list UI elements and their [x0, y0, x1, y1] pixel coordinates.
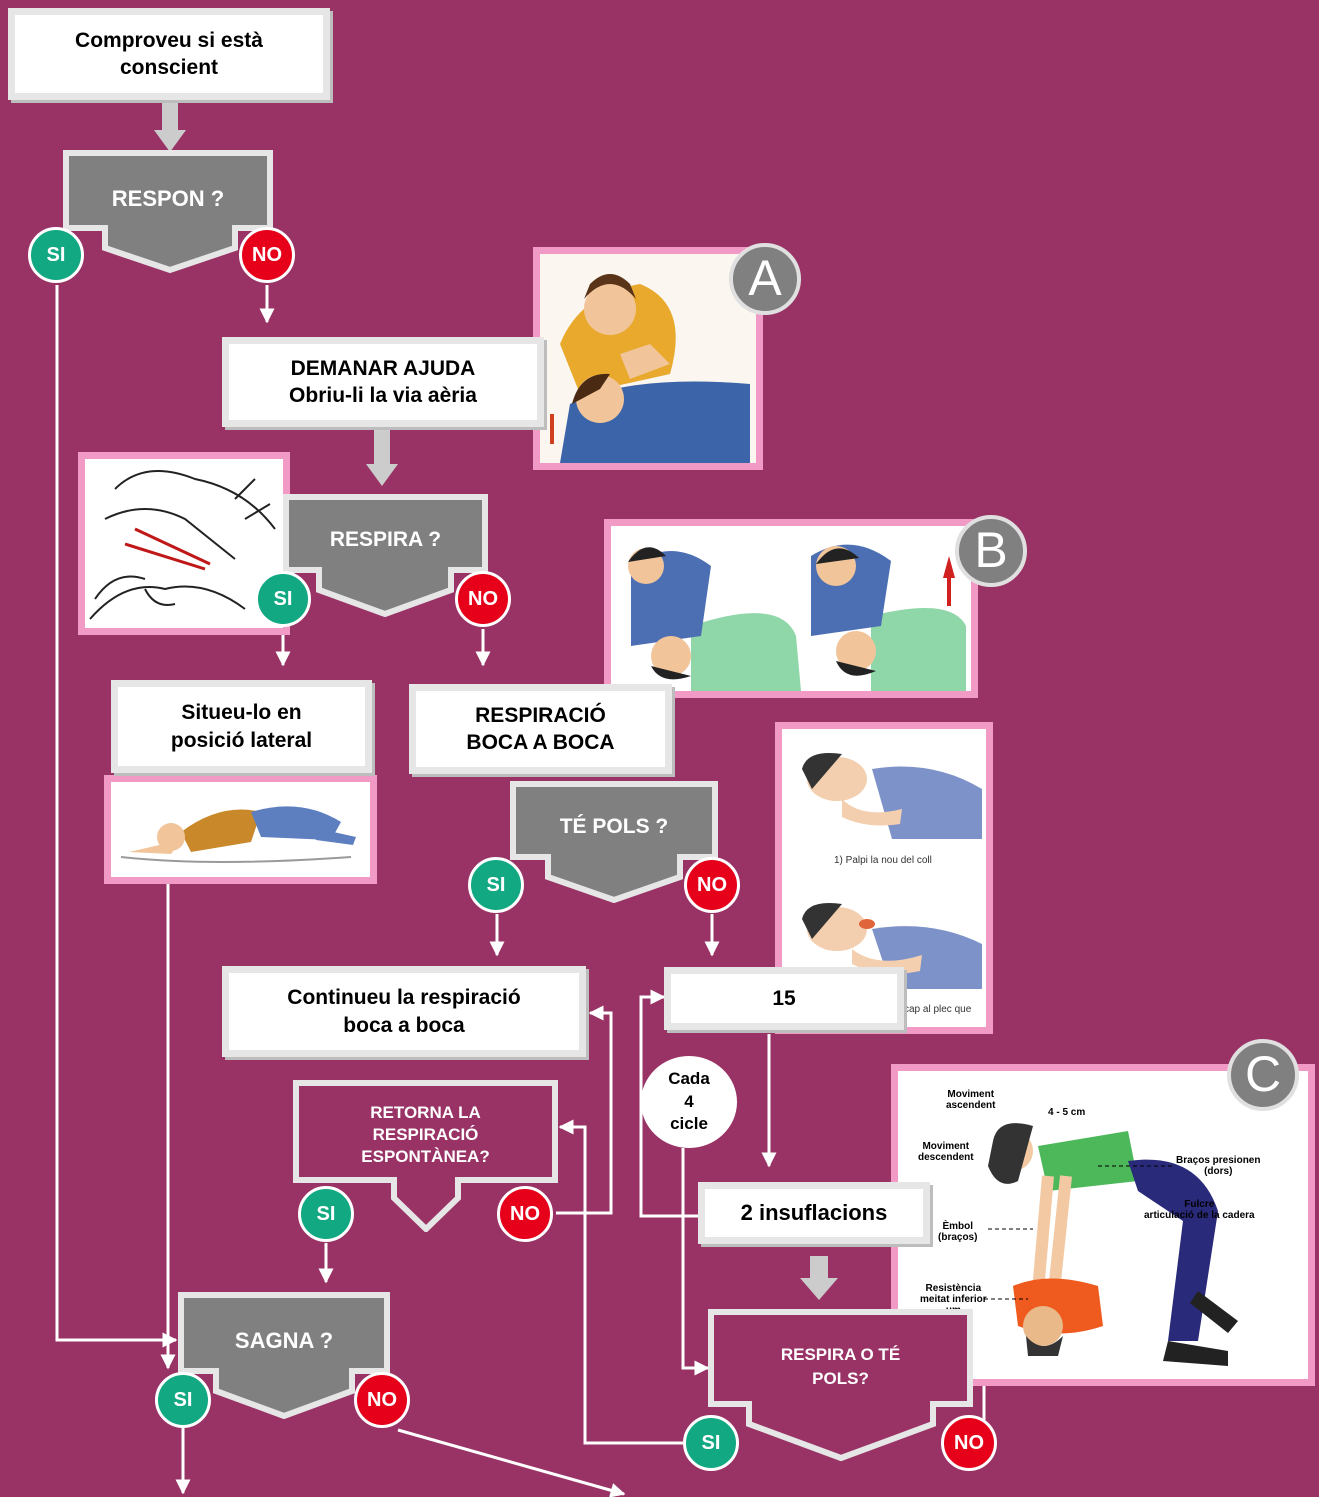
label-embol: Èmbol(braços)	[938, 1221, 978, 1243]
cycle-note: Cada 4 cicle	[641, 1056, 737, 1148]
image-marker-c: C	[1227, 1039, 1299, 1111]
caption-pulse-step2: cap al plec que	[904, 1004, 972, 1015]
arrow-cycle	[681, 1148, 710, 1376]
yes-badge-breathes-or-pulse: SI	[683, 1415, 739, 1471]
yes-badge-bleeds: SI	[155, 1372, 211, 1428]
yes-badge-has-pulse: SI	[468, 857, 524, 913]
step-compressions: 15	[664, 967, 904, 1030]
decision-bleeds: SAGNA ?	[178, 1292, 390, 1419]
no-badge-breathes-or-pulse: NO	[941, 1415, 997, 1471]
decision-has-pulse: TÉ POLS ?	[510, 781, 718, 903]
image-lateral-check	[78, 452, 290, 635]
step-insufflations: 2 insuflacions	[698, 1182, 930, 1244]
image-marker-a: A	[729, 243, 801, 315]
no-badge-has-pulse: NO	[684, 857, 740, 913]
image-recovery-position	[104, 775, 377, 884]
image-open-airway	[533, 247, 763, 470]
image-mouth-to-mouth	[604, 519, 978, 698]
yes-badge-spontaneous: SI	[298, 1186, 354, 1242]
no-badge-breathes: NO	[455, 571, 511, 627]
image-marker-b: B	[955, 515, 1027, 587]
label-depth: 4 - 5 cm	[1048, 1107, 1086, 1118]
decision-responds: RESPON ?	[63, 150, 273, 275]
caption-pulse-step1: 1) Palpi la nou del coll	[834, 855, 932, 866]
decision-spontaneous-breathing: RETORNA LA RESPIRACIÓ ESPONTÀNEA?	[293, 1080, 558, 1232]
arrow-sagna-no	[397, 1428, 626, 1497]
arrow-respira-pols-si	[558, 1119, 683, 1445]
no-badge-bleeds: NO	[354, 1372, 410, 1428]
label-bracos-presionen: Braços presionen(dors)	[1176, 1155, 1261, 1177]
arrow-respon-si	[55, 285, 178, 1348]
yes-badge-responds: SI	[28, 227, 84, 283]
no-badge-spontaneous: NO	[497, 1186, 553, 1242]
decision-breathes-or-pulse: RESPIRA O TÉ POLS?	[708, 1309, 973, 1462]
no-badge-responds: NO	[239, 227, 295, 283]
yes-badge-breathes: SI	[255, 571, 311, 627]
decision-breathes: RESPIRA ?	[283, 494, 488, 617]
